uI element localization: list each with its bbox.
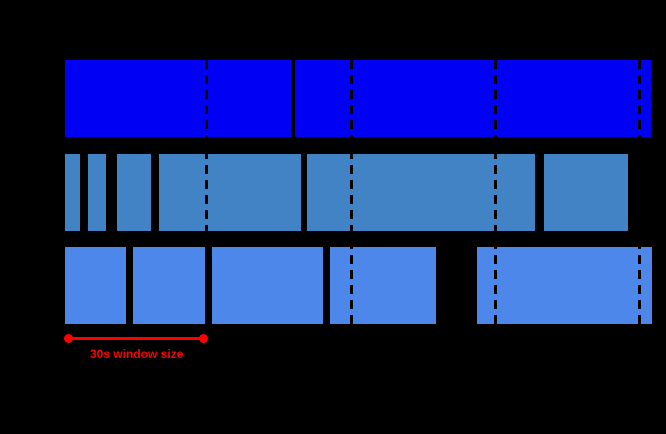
track-3-segment bbox=[330, 247, 436, 324]
track-2-segment bbox=[88, 154, 106, 231]
window-boundary-dashed-line bbox=[638, 60, 641, 324]
measure-line-right-dot bbox=[199, 334, 208, 343]
track-2-segment bbox=[307, 154, 535, 231]
track-3-segment bbox=[133, 247, 205, 324]
window-boundary-dashed-line bbox=[205, 60, 208, 324]
track-2-segment bbox=[117, 154, 151, 231]
track-2-segment bbox=[65, 154, 80, 231]
track-3-segment bbox=[65, 247, 126, 324]
track-3-segment bbox=[212, 247, 323, 324]
window-boundary-dashed-line bbox=[494, 60, 497, 324]
measure-line bbox=[68, 337, 203, 340]
window-boundary-dashed-line bbox=[350, 60, 353, 324]
track-3-segment bbox=[477, 247, 652, 324]
window-size-label: 30s window size bbox=[90, 347, 184, 361]
track-1-segment bbox=[295, 60, 651, 137]
track-2-segment bbox=[159, 154, 301, 231]
track-2-segment bbox=[544, 154, 628, 231]
track-1-segment bbox=[65, 60, 291, 137]
